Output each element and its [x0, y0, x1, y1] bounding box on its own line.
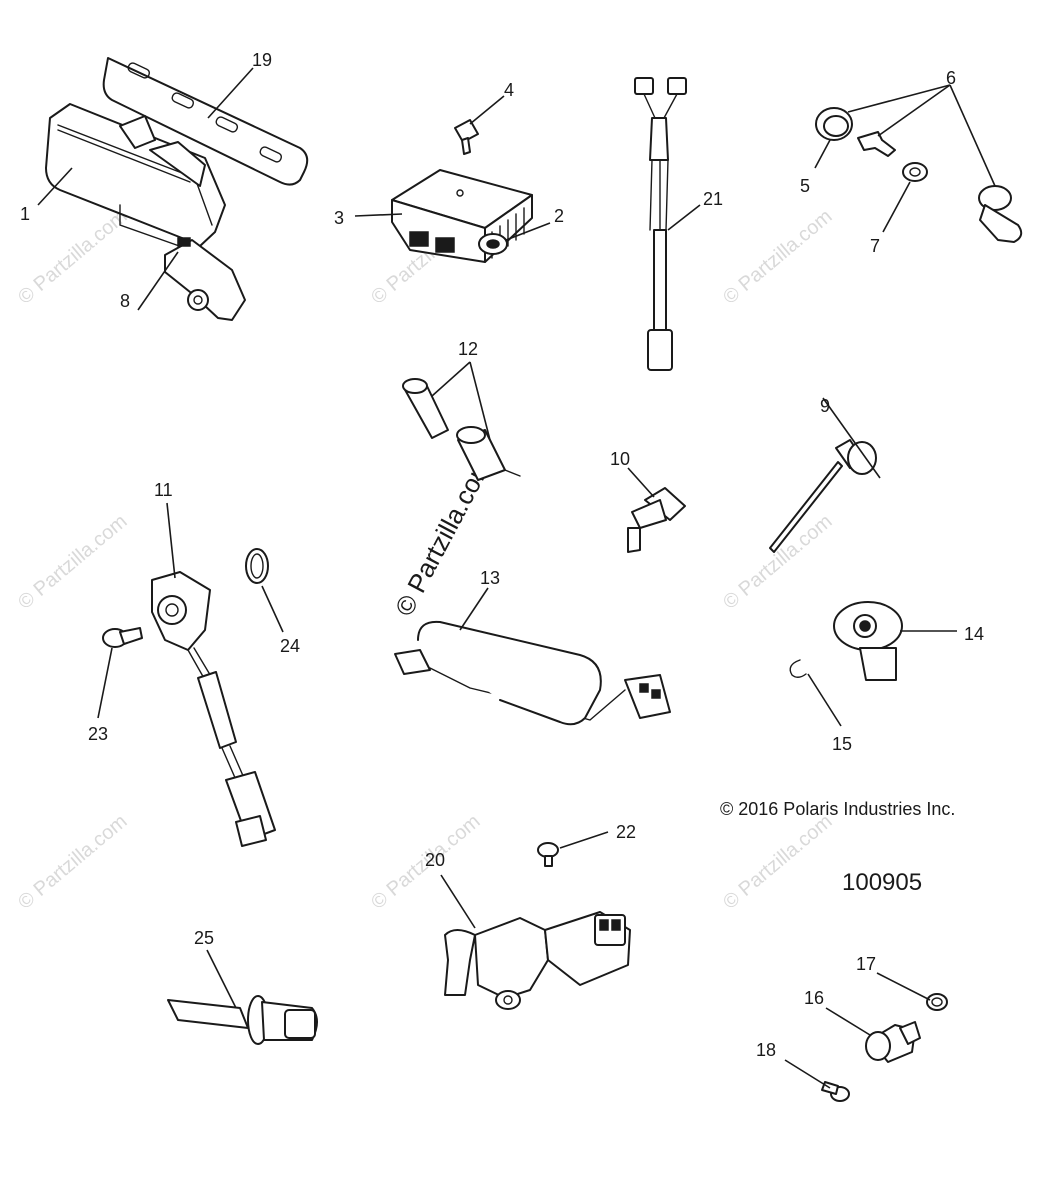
part-14-knock-sensor [833, 601, 903, 681]
part-10-temp-sensor [627, 487, 686, 553]
part-12-cylinders [402, 378, 521, 481]
part-23-bolt [102, 627, 143, 648]
callout-4: 4 [504, 80, 514, 100]
part-2-grommet [478, 233, 508, 255]
part-6-clip [857, 131, 896, 157]
part-22-screw [537, 842, 559, 867]
watermark: © Partzilla.com [14, 510, 131, 613]
part-4-screw [454, 119, 479, 155]
callout-3: 3 [334, 208, 344, 228]
copyright-text: © 2016 Polaris Industries Inc. [720, 799, 955, 819]
watermark: © Partzilla.com [719, 810, 836, 913]
part-20-iac-valve [444, 911, 631, 1010]
part-17-oring [926, 993, 948, 1011]
callout-2: 2 [554, 206, 564, 226]
part-15-clip [789, 659, 807, 678]
part-7-nut [902, 162, 928, 182]
callout-labels: 1 2 3 4 5 6 7 8 9 10 11 12 13 14 15 16 1… [20, 50, 984, 1060]
callout-20: 20 [425, 850, 445, 870]
watermark: © Partzilla.com [719, 510, 836, 613]
leader-lines [37, 67, 996, 1089]
callout-23: 23 [88, 724, 108, 744]
callout-16: 16 [804, 988, 824, 1008]
part-6-sensor [978, 185, 1023, 243]
callout-24: 24 [280, 636, 300, 656]
callout-8: 8 [120, 291, 130, 311]
callout-11: 11 [154, 480, 173, 500]
callout-18: 18 [756, 1040, 776, 1060]
callout-9: 9 [820, 396, 830, 416]
watermark: © Partzilla.com [14, 810, 131, 913]
part-5-sensor [815, 107, 853, 141]
callout-5: 5 [800, 176, 810, 196]
callout-10: 10 [610, 449, 630, 469]
watermark: © Partzilla.com [719, 205, 836, 308]
callout-12: 12 [458, 339, 478, 359]
part-9-speed-sensor [769, 439, 877, 553]
diagram-number: 100905 [842, 869, 922, 896]
part-8-map-sensor [164, 237, 246, 321]
callout-21: 21 [703, 189, 723, 209]
part-3-relay-box [391, 169, 533, 263]
part-24-oring [245, 548, 269, 584]
callout-15: 15 [832, 734, 852, 754]
callout-17: 17 [856, 954, 876, 974]
callout-13: 13 [480, 568, 500, 588]
part-19-bracket [102, 57, 309, 186]
part-21-harness [634, 77, 687, 371]
callout-1: 1 [20, 204, 30, 224]
part-1-ecu [45, 103, 226, 249]
callout-22: 22 [616, 822, 636, 842]
part-13-o2-sensor [394, 620, 671, 726]
callout-25: 25 [194, 928, 214, 948]
callout-7: 7 [870, 236, 880, 256]
callout-6: 6 [946, 68, 956, 88]
callout-19: 19 [252, 50, 272, 70]
part-11-tps [151, 571, 276, 847]
watermark: © Partzilla.com [14, 205, 131, 308]
part-25-iat-sensor [167, 995, 318, 1045]
part-16-sensor [865, 1021, 921, 1063]
watermark-layer: © Partzilla.com © Partzilla.com © Partzi… [14, 205, 836, 913]
callout-14: 14 [964, 624, 984, 644]
